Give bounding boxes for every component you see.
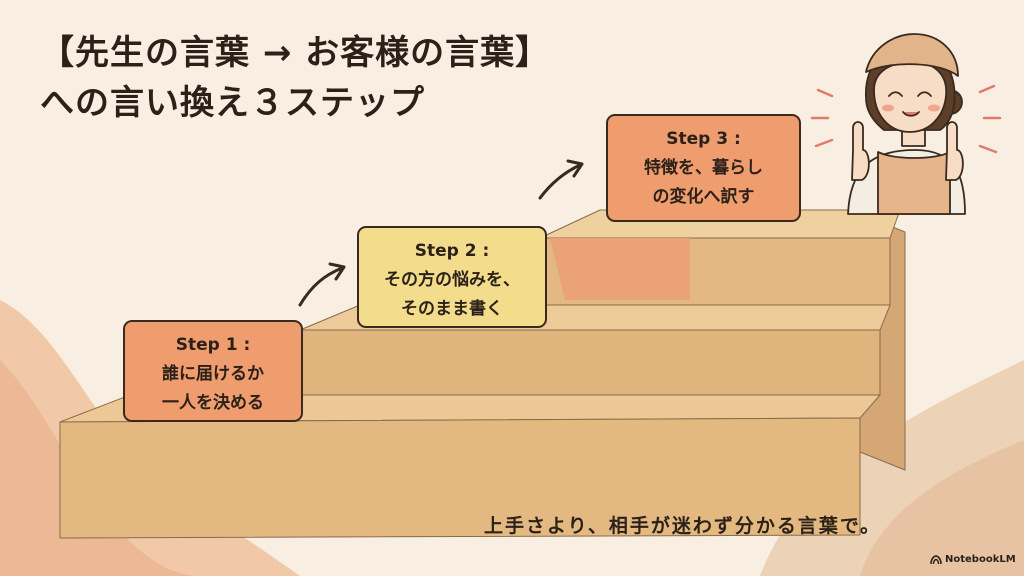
step-1-line-1: 誰に届けるか (162, 364, 264, 384)
step-3-heading: Step 3 : (666, 129, 741, 149)
notebooklm-logo-icon (930, 554, 942, 564)
step-1-card: Step 1 : 誰に届けるか 一人を決める (123, 320, 303, 422)
step-2-card: Step 2 : その方の悩みを、 そのまま書く (357, 226, 547, 328)
step-1-line-2: 一人を決める (162, 393, 264, 413)
step-2-line-2: そのまま書く (401, 299, 503, 319)
title-line-1: 【先生の言葉 → お客様の言葉】 (40, 33, 551, 73)
tagline: 上手さより、相手が迷わず分かる言葉で。 (484, 515, 882, 537)
step-3-line-1: 特徴を、暮らし (644, 158, 763, 178)
notebooklm-badge: NotebookLM (930, 554, 1016, 565)
title-line-2: への言い換え３ステップ (40, 83, 425, 123)
notebooklm-label: NotebookLM (945, 554, 1016, 565)
page-title: 【先生の言葉 → お客様の言葉】 への言い換え３ステップ (40, 28, 550, 128)
step-2-line-1: その方の悩みを、 (384, 270, 520, 290)
step-2-heading: Step 2 : (414, 241, 490, 261)
step-3-line-2: の変化へ訳す (652, 187, 755, 207)
step-3-card: Step 3 : 特徴を、暮らし の変化へ訳す (606, 114, 801, 222)
step-1-heading: Step 1 : (175, 335, 251, 355)
